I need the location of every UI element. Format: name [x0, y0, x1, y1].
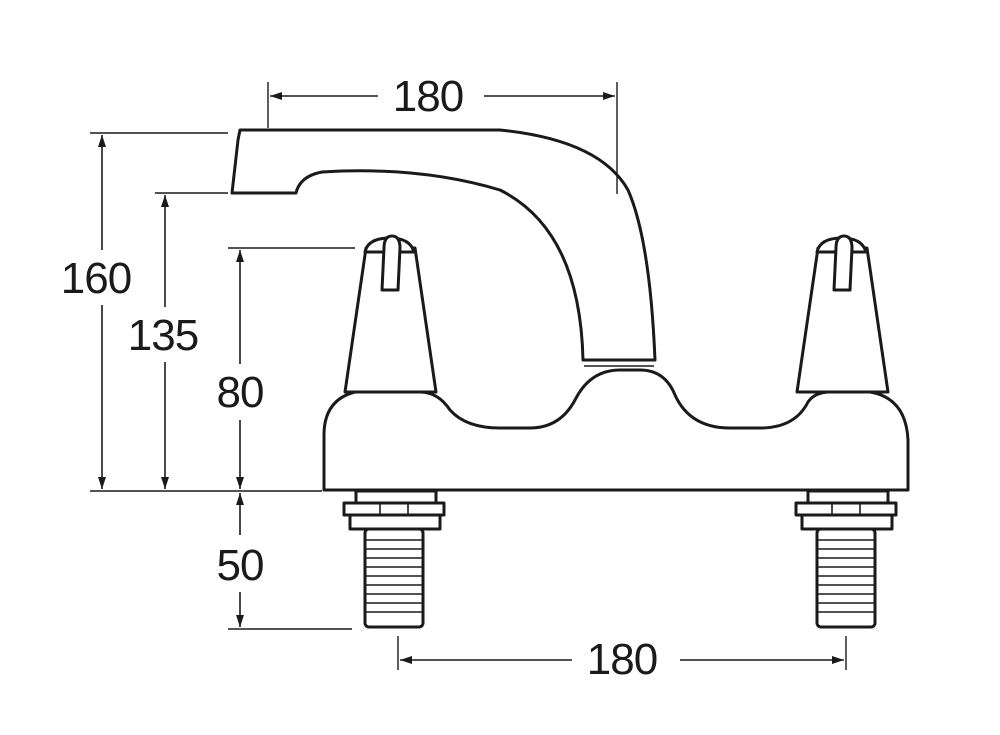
right-tail	[794, 489, 898, 629]
spout	[230, 128, 657, 367]
dimension-total-height: 160	[61, 135, 132, 489]
extension-lines	[90, 82, 847, 670]
dimension-label-tail-length: 50	[217, 541, 264, 590]
dimension-label-spout-reach: 180	[393, 72, 463, 121]
left-tail	[342, 489, 446, 629]
dimension-spout-reach: 180	[270, 72, 615, 121]
dimension-tail-length: 50	[217, 493, 264, 627]
tap-body	[322, 368, 910, 492]
left-handle	[343, 234, 438, 394]
dimension-outlet-height: 135	[128, 195, 199, 489]
dimension-tail-centres: 180	[400, 635, 844, 684]
right-handle	[795, 234, 890, 394]
dimension-label-outlet-height: 135	[128, 311, 198, 360]
dimension-label-body-height: 80	[217, 368, 264, 417]
dimension-body-height: 80	[217, 250, 264, 489]
dimension-label-total-height: 160	[61, 254, 131, 303]
dimension-label-tail-centres: 180	[587, 635, 657, 684]
